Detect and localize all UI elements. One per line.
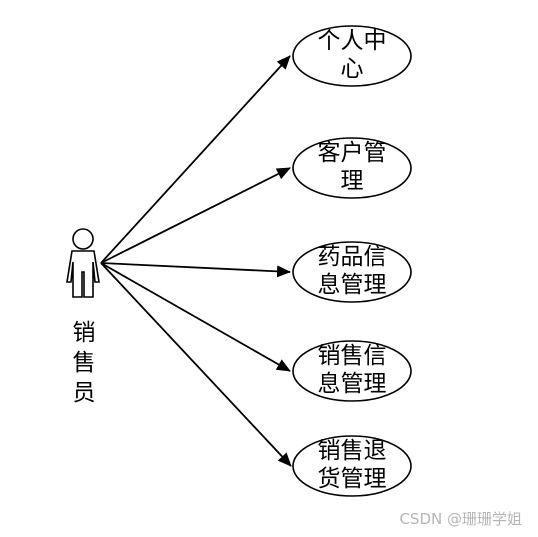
actor-label-line: 员 [73, 380, 96, 406]
association-arrow [100, 262, 291, 278]
actor-label-line: 售 [73, 350, 96, 376]
use-case-sales-return-management: 销售退 货管理 [292, 435, 412, 497]
actor-head [72, 228, 94, 250]
use-case-ellipse [292, 241, 412, 303]
use-case-customer-management: 客户管 理 [292, 137, 412, 199]
use-case-drug-info-management: 药品信 息管理 [292, 241, 412, 303]
use-case-ellipse [292, 137, 412, 199]
use-case-label: 客户管 [318, 140, 387, 166]
use-case-label: 理 [341, 168, 364, 194]
association-arrow [100, 262, 291, 372]
watermark: CSDN @珊珊学姐 [399, 510, 522, 528]
use-case-label: 心 [341, 56, 364, 82]
use-case-label: 药品信 [318, 244, 387, 270]
use-case-ellipse [292, 340, 412, 402]
use-case-label: 息管理 [318, 272, 387, 298]
use-case-label: 销售退 [318, 438, 387, 464]
association-arrow [100, 262, 292, 467]
actor-figure [66, 228, 100, 298]
use-case-sales-info-management: 销售信 息管理 [292, 340, 412, 402]
use-case-label: 销售信 [318, 343, 387, 369]
use-case-label: 货管理 [318, 466, 387, 492]
associations [100, 55, 292, 467]
use-case-personal-center: 个人中 心 [292, 25, 412, 87]
actor-label-line: 销 [73, 320, 96, 346]
use-case-ellipse [292, 435, 412, 497]
use-case-ellipse [292, 25, 412, 87]
actor-label: 销 售 员 [73, 320, 96, 406]
use-case-label: 息管理 [318, 371, 387, 397]
association-arrow [100, 55, 291, 264]
actor-body [66, 250, 100, 298]
use-case-label: 个人中 [318, 28, 387, 54]
association-arrow [100, 167, 291, 264]
